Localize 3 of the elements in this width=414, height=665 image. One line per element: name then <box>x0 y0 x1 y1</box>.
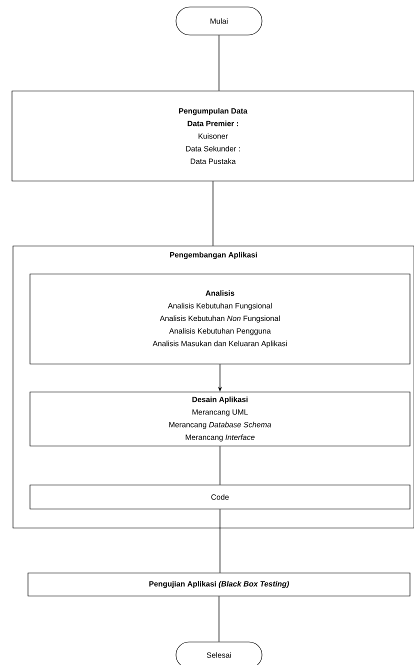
connector <box>212 180 214 246</box>
connector <box>218 596 220 642</box>
connector <box>218 34 220 92</box>
